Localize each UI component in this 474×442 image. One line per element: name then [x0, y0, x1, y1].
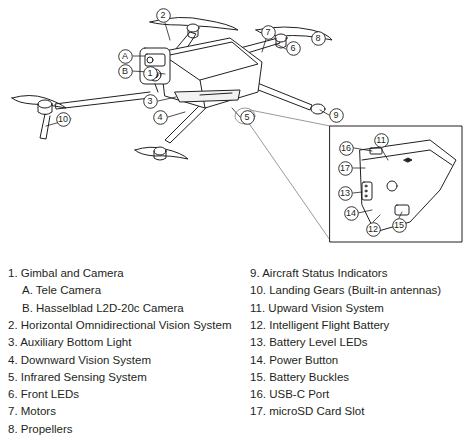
- part-list-item: 8. Propellers: [8, 422, 73, 436]
- callout-number: 13: [338, 186, 353, 201]
- callout-ring: [156, 8, 170, 22]
- callout-circle: 1: [143, 66, 158, 81]
- callout-circle: 9: [329, 108, 344, 123]
- callout-circle: 2: [156, 8, 171, 23]
- part-list-item: 10. Landing Gears (Built-in antennas): [250, 283, 441, 297]
- callout-circle: 14: [344, 206, 359, 221]
- callout-circle: 8: [311, 31, 326, 46]
- callout-ring: [338, 161, 352, 175]
- callout-circle: 4: [153, 110, 168, 125]
- callout-ring: [56, 112, 70, 126]
- callout-ring: [286, 41, 300, 55]
- callout-circle: B: [118, 64, 133, 79]
- part-list-item: 4. Downward Vision System: [8, 353, 151, 367]
- callout-circle: 7: [261, 25, 276, 40]
- part-list-item: 9. Aircraft Status Indicators: [250, 266, 387, 280]
- callout-number: 12: [366, 222, 381, 237]
- callout-circle: 15: [392, 218, 407, 233]
- callout-number: 4: [153, 110, 168, 125]
- callout-number: 8: [311, 31, 326, 46]
- callout-number: 11: [374, 133, 389, 148]
- callout-circle: 16: [339, 141, 354, 156]
- leader-lines: [46, 23, 402, 222]
- part-list-item: 11. Upward Vision System: [250, 301, 384, 315]
- callout-number: 14: [344, 206, 359, 221]
- part-list-item: 16. USB-C Port: [250, 387, 329, 401]
- callout-number: 10: [56, 112, 71, 127]
- callout-ring: [118, 49, 132, 63]
- arms: [38, 24, 325, 160]
- callout-number: 5: [240, 110, 255, 125]
- gimbal-camera: [140, 48, 170, 92]
- callout-number: 9: [329, 108, 344, 123]
- callout-circle: 6: [286, 41, 301, 56]
- callout-circle: 17: [338, 161, 353, 176]
- callout-circle: 11: [374, 133, 389, 148]
- callout-ring: [311, 31, 325, 45]
- callout-number: 2: [156, 8, 171, 23]
- callout-ring: [118, 64, 132, 78]
- callout-number: 3: [143, 94, 158, 109]
- callout-number: A: [118, 49, 133, 64]
- callout-ring: [153, 110, 167, 124]
- callout-ring: [143, 94, 157, 108]
- part-list-item: 17. microSD Card Slot: [250, 404, 364, 418]
- callout-ring: [374, 133, 388, 147]
- callout-number: 17: [338, 161, 353, 176]
- callout-ring: [329, 108, 343, 122]
- callout-ring: [261, 25, 275, 39]
- callout-circle: A: [118, 49, 133, 64]
- callout-ring: [339, 141, 353, 155]
- part-list-item: 2. Horizontal Omnidirectional Vision Sys…: [8, 318, 232, 332]
- part-list-item: 7. Motors: [8, 404, 56, 418]
- callout-number: 6: [286, 41, 301, 56]
- callout-ring: [240, 110, 254, 124]
- callout-ring: [392, 218, 406, 232]
- callout-number: 1: [143, 66, 158, 81]
- callout-circle: 3: [143, 94, 158, 109]
- part-list-item: A. Tele Camera: [22, 283, 101, 297]
- callout-circle: 5: [240, 110, 255, 125]
- callout-number: 7: [261, 25, 276, 40]
- part-list-item: 14. Power Button: [250, 353, 338, 367]
- callout-number: 16: [339, 141, 354, 156]
- part-list-item: 15. Battery Buckles: [250, 370, 349, 384]
- part-list-item: 5. Infrared Sensing System: [8, 370, 147, 384]
- callout-circle: 12: [366, 222, 381, 237]
- callout-number: 15: [392, 218, 407, 233]
- callout-ring: [338, 186, 352, 200]
- propellers: [12, 17, 332, 159]
- callout-circle: 10: [56, 112, 71, 127]
- part-list-item: 3. Auxiliary Bottom Light: [8, 335, 131, 349]
- callout-circle: 13: [338, 186, 353, 201]
- callout-ring: [143, 66, 157, 80]
- callout-ring: [366, 222, 380, 236]
- part-list-item: 13. Battery Level LEDs: [250, 335, 368, 349]
- inset-detail: [235, 108, 462, 242]
- callout-ring: [344, 206, 358, 220]
- part-list-item: B. Hasselblad L2D-20c Camera: [22, 301, 184, 315]
- part-list-item: 1. Gimbal and Camera: [8, 266, 124, 280]
- callout-number: B: [118, 64, 133, 79]
- part-list-item: 12. Intelligent Flight Battery: [250, 318, 389, 332]
- part-list-item: 6. Front LEDs: [8, 387, 79, 401]
